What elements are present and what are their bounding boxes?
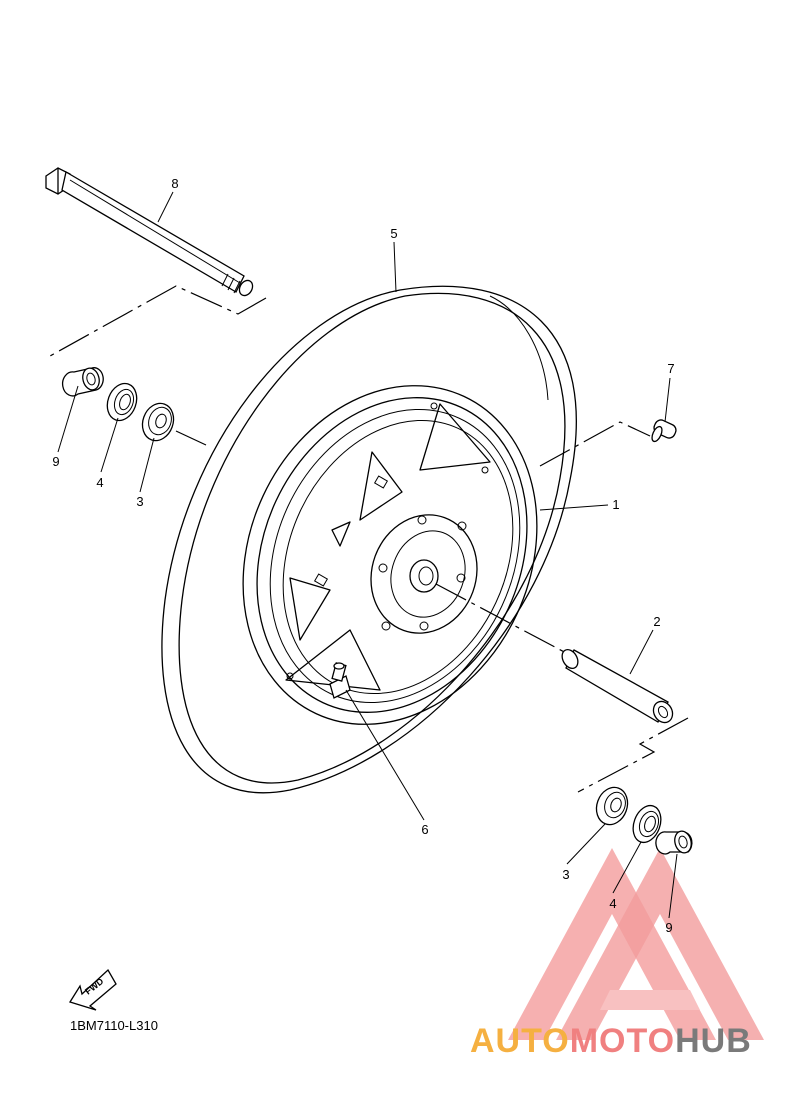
watermark-logo <box>508 848 764 1040</box>
callout-collar: 2 <box>653 614 660 629</box>
callout-axle: 8 <box>171 176 178 191</box>
bearing-right <box>595 786 629 826</box>
assembly-centerline-left <box>49 285 267 357</box>
fwd-arrow-icon: FWD <box>69 968 117 1011</box>
callout-seal-right: 4 <box>609 896 616 911</box>
collar-left <box>61 367 104 397</box>
watermark-text-hub: HUB <box>675 1022 752 1060</box>
callout-seal-left: 4 <box>96 475 103 490</box>
leader-lines <box>57 191 678 919</box>
bearing-left <box>141 402 175 442</box>
callout-valve-cap: 7 <box>667 361 674 376</box>
callout-valve: 6 <box>421 822 428 837</box>
callout-bearing-right: 3 <box>562 867 569 882</box>
tire-part <box>161 285 577 794</box>
wheel-part <box>242 385 538 725</box>
valve-cap-centerline <box>539 421 651 467</box>
callout-collar-left: 9 <box>52 454 59 469</box>
valve-part <box>329 662 351 699</box>
assembly-centerline-left-to-wheel <box>175 430 207 446</box>
assembly-centerline-right <box>577 717 689 793</box>
callout-tire: 5 <box>390 226 397 241</box>
hub-centerline <box>435 583 569 655</box>
callout-wheel: 1 <box>612 497 619 512</box>
diagram-code: 1BM7110-L310 <box>70 1018 158 1033</box>
watermark-text: AUTOMOTOHUB <box>470 1022 752 1060</box>
callout-bearing-left: 3 <box>136 494 143 509</box>
watermark-text-moto: MOTO <box>570 1022 675 1060</box>
oil-seal-left <box>106 382 138 422</box>
axle-part <box>45 167 254 297</box>
valve-cap-part <box>651 419 677 443</box>
callout-collar-right-small: 9 <box>665 920 672 935</box>
watermark-text-auto: AUTO <box>470 1022 570 1060</box>
oil-seal-right <box>632 804 662 844</box>
collar-right-part <box>561 649 674 724</box>
collar-right-small <box>655 830 693 855</box>
